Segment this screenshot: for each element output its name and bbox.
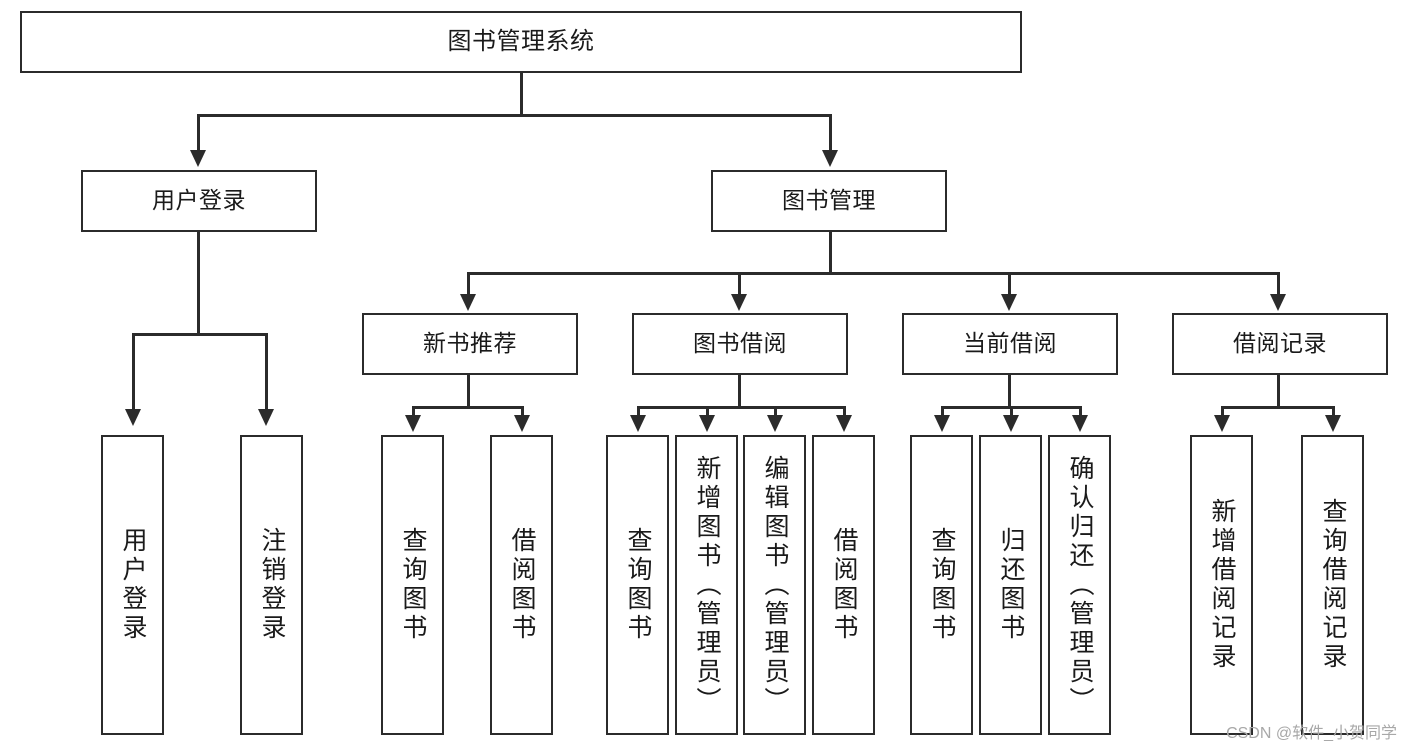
edge-borrow-record-stem [1277,375,1280,408]
leaf-logout[interactable]: 注销登录 [240,435,303,735]
node-label: 归还图书 [997,527,1025,643]
edge-level3-bus [467,272,1279,275]
node-label: 当前借阅 [963,330,1057,357]
node-book-manage[interactable]: 图书管理 [711,170,947,232]
node-label: 注销登录 [258,527,286,643]
edge-to-borrow-record [1277,272,1280,296]
edge-current-borrow-child-2 [1010,406,1013,417]
edge-current-borrow-child-3 [1079,406,1082,417]
csdn-watermark: CSDN @软件_小贺同学 [1226,725,1397,742]
edge-level2-bus [197,114,831,117]
leaf-confirm-return-admin[interactable]: 确认归还（管理员） [1048,435,1111,735]
leaf-query-borrow-record[interactable]: 查询借阅记录 [1301,435,1364,735]
leaf-user-login[interactable]: 用户登录 [101,435,164,735]
node-label: 查询图书 [399,527,427,643]
leaf-query-book-borrow[interactable]: 查询图书 [606,435,669,735]
leaf-borrow-book-recommend[interactable]: 借阅图书 [490,435,553,735]
arrowhead-to-user-login [190,150,206,167]
arrowhead-to-leaf-logout [258,409,274,426]
node-current-borrow[interactable]: 当前借阅 [902,313,1118,375]
node-label: 借阅图书 [830,527,858,643]
edge-new-book-child-2 [521,406,524,417]
node-label: 新增借阅记录 [1208,498,1236,672]
edge-to-user-login [197,114,200,152]
node-label: 编辑图书（管理员） [761,454,789,716]
arrowhead-book-borrow-child-2 [699,415,715,432]
edge-borrow-record-child-1 [1221,406,1224,417]
node-book-borrow[interactable]: 图书借阅 [632,313,848,375]
arrowhead-book-borrow-child-3 [767,415,783,432]
edge-book-borrow-child-2 [706,406,709,417]
edge-new-book-bus [412,406,524,409]
node-label: 用户登录 [119,527,147,643]
edge-book-manage-stem [829,232,832,274]
arrowhead-to-book-borrow [731,294,747,311]
arrowhead-current-borrow-child-2 [1003,415,1019,432]
node-root-system[interactable]: 图书管理系统 [20,11,1022,73]
node-label: 借阅记录 [1233,330,1327,357]
edge-new-book-child-1 [412,406,415,417]
arrowhead-to-current-borrow [1001,294,1017,311]
node-label: 查询借阅记录 [1319,498,1347,672]
leaf-edit-book-admin[interactable]: 编辑图书（管理员） [743,435,806,735]
node-label: 查询图书 [928,527,956,643]
edge-to-leaf-user-login [132,333,135,411]
edge-book-borrow-bus [637,406,845,409]
edge-new-book-stem [467,375,470,408]
edge-borrow-record-bus [1221,406,1335,409]
arrowhead-book-borrow-child-4 [836,415,852,432]
node-new-book-recommend[interactable]: 新书推荐 [362,313,578,375]
edge-book-borrow-child-4 [843,406,846,417]
edge-user-login-bus [132,333,265,336]
leaf-return-book[interactable]: 归还图书 [979,435,1042,735]
edge-to-book-borrow [738,272,741,296]
edge-borrow-record-child-2 [1332,406,1335,417]
arrowhead-current-borrow-child-3 [1072,415,1088,432]
node-label: 图书借阅 [693,330,787,357]
node-label: 用户登录 [152,187,246,214]
leaf-query-book-current[interactable]: 查询图书 [910,435,973,735]
leaf-query-book-recommend[interactable]: 查询图书 [381,435,444,735]
arrowhead-to-leaf-user-login [125,409,141,426]
arrowhead-borrow-record-child-1 [1214,415,1230,432]
arrowhead-current-borrow-child-1 [934,415,950,432]
node-label: 查询图书 [624,527,652,643]
node-label: 新增图书（管理员） [693,454,721,716]
edge-to-book-manage [829,114,832,152]
edge-current-borrow-stem [1008,375,1011,408]
edge-current-borrow-child-1 [941,406,944,417]
node-label: 确认归还（管理员） [1066,454,1094,716]
arrowhead-to-book-manage [822,150,838,167]
edge-to-current-borrow [1008,272,1011,296]
node-label: 新书推荐 [423,330,517,357]
leaf-add-borrow-record[interactable]: 新增借阅记录 [1190,435,1253,735]
arrowhead-new-book-child-2 [514,415,530,432]
arrowhead-new-book-child-1 [405,415,421,432]
edge-to-new-book [467,272,470,296]
arrowhead-borrow-record-child-2 [1325,415,1341,432]
arrowhead-to-borrow-record [1270,294,1286,311]
arrowhead-to-new-book [460,294,476,311]
edge-user-login-stem [197,232,200,335]
node-label: 图书管理系统 [447,27,595,55]
node-borrow-record[interactable]: 借阅记录 [1172,313,1388,375]
node-label: 图书管理 [782,187,876,214]
edge-book-borrow-child-1 [637,406,640,417]
leaf-borrow-book[interactable]: 借阅图书 [812,435,875,735]
edge-book-borrow-stem [738,375,741,408]
edge-book-borrow-child-3 [774,406,777,417]
leaf-add-book-admin[interactable]: 新增图书（管理员） [675,435,738,735]
node-user-login[interactable]: 用户登录 [81,170,317,232]
edge-root-stem [520,73,523,116]
node-label: 借阅图书 [508,527,536,643]
edge-to-leaf-logout [265,333,268,411]
arrowhead-book-borrow-child-1 [630,415,646,432]
